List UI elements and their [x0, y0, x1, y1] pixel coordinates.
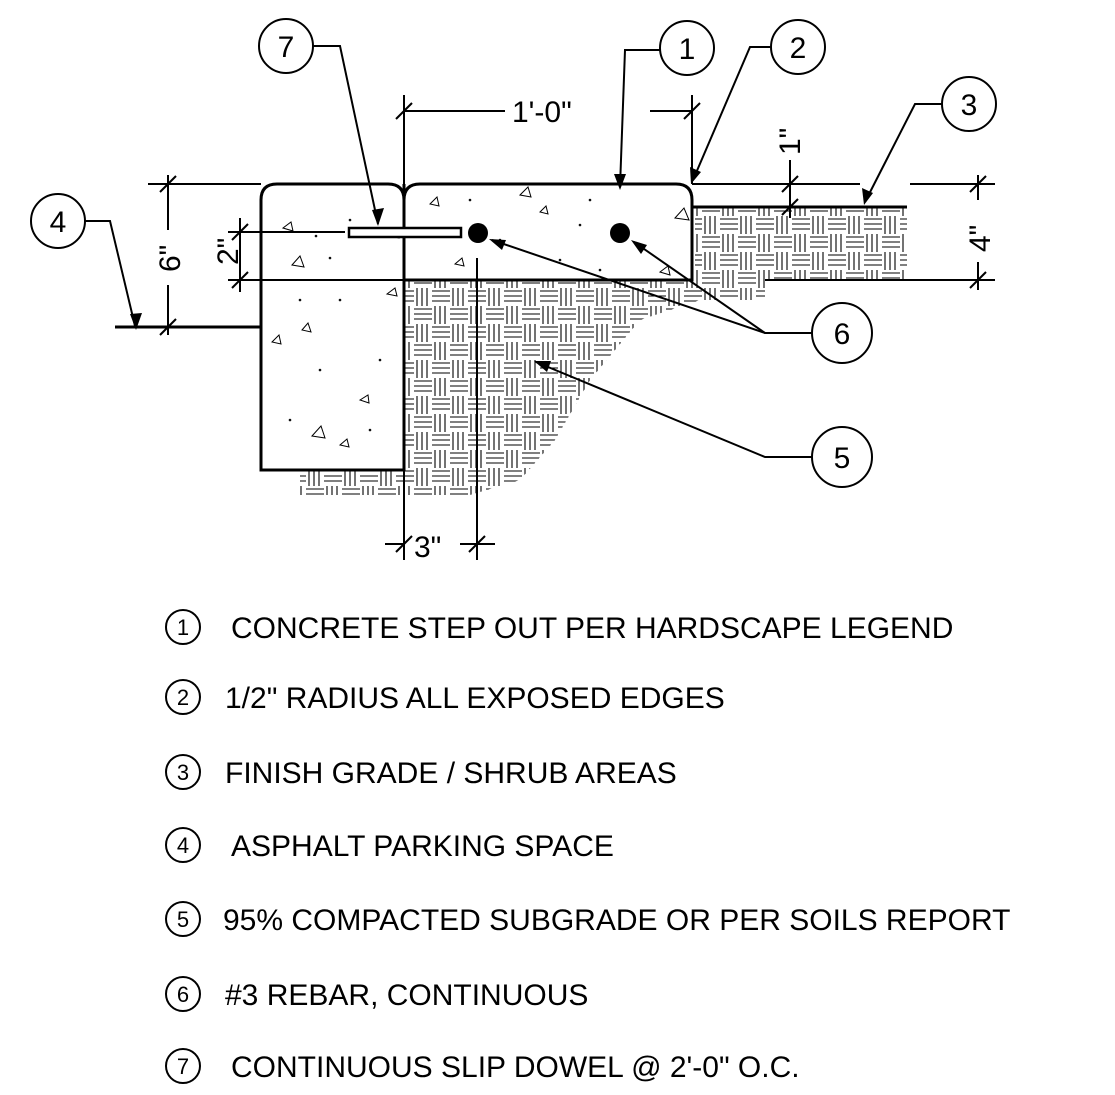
- legend-item-7: 7 CONTINUOUS SLIP DOWEL @ 2'-0" O.C.: [165, 1048, 800, 1084]
- legend-item-3: 3 FINISH GRADE / SHRUB AREAS: [165, 754, 677, 790]
- dim-six-inch-label: 6": [154, 245, 187, 272]
- callout-1: 1: [659, 20, 715, 76]
- svg-text:4: 4: [177, 833, 189, 858]
- finish-grade-hatch: [695, 207, 907, 280]
- rebar-2: [610, 223, 630, 243]
- callout-2: 2: [770, 19, 826, 75]
- svg-text:7: 7: [177, 1054, 189, 1079]
- svg-text:6: 6: [177, 982, 189, 1007]
- legend-text-3: FINISH GRADE / SHRUB AREAS: [225, 757, 677, 790]
- callout-5: 5: [811, 426, 873, 488]
- legend-text-4: ASPHALT PARKING SPACE: [231, 830, 614, 863]
- legend-item-6: 6 #3 REBAR, CONTINUOUS: [165, 976, 588, 1012]
- dim-width-label: 1'-0": [512, 96, 572, 129]
- svg-text:5: 5: [834, 442, 851, 475]
- svg-text:1: 1: [177, 615, 189, 640]
- leader-arrowheads: [130, 167, 873, 372]
- dim-one-inch-label: 1": [774, 128, 807, 155]
- legend: 1 CONCRETE STEP OUT PER HARDSCAPE LEGEND…: [165, 609, 1010, 1084]
- svg-text:5: 5: [177, 907, 189, 932]
- dim-three-inch-label: 3": [414, 531, 441, 564]
- svg-text:2: 2: [177, 685, 189, 710]
- svg-text:2: 2: [790, 32, 807, 65]
- svg-text:3: 3: [961, 89, 978, 122]
- compacted-subgrade-hatch: [300, 280, 765, 495]
- dim-two-inch-label: 2": [212, 238, 245, 265]
- callout-4: 4: [30, 193, 86, 249]
- svg-text:3: 3: [177, 760, 189, 785]
- svg-text:1: 1: [679, 33, 696, 66]
- rebar-1: [468, 223, 488, 243]
- callout-7: 7: [258, 18, 314, 74]
- legend-item-4: 4 ASPHALT PARKING SPACE: [165, 827, 614, 863]
- legend-text-5: 95% COMPACTED SUBGRADE OR PER SOILS REPO…: [223, 904, 1010, 937]
- legend-text-2: 1/2" RADIUS ALL EXPOSED EDGES: [225, 682, 725, 715]
- callout-3: 3: [941, 76, 997, 132]
- legend-text-1: CONCRETE STEP OUT PER HARDSCAPE LEGEND: [231, 612, 953, 645]
- svg-text:4: 4: [50, 206, 67, 239]
- legend-text-7: CONTINUOUS SLIP DOWEL @ 2'-0" O.C.: [231, 1051, 800, 1084]
- svg-text:6: 6: [834, 318, 851, 351]
- slip-dowel: [347, 226, 463, 239]
- legend-item-5: 5 95% COMPACTED SUBGRADE OR PER SOILS RE…: [165, 901, 1010, 937]
- legend-item-2: 2 1/2" RADIUS ALL EXPOSED EDGES: [165, 679, 725, 715]
- legend-item-1: 1 CONCRETE STEP OUT PER HARDSCAPE LEGEND: [165, 609, 953, 645]
- dim-four-inch-label: 4": [964, 225, 997, 252]
- legend-text-6: #3 REBAR, CONTINUOUS: [225, 979, 588, 1012]
- callout-6: 6: [811, 302, 873, 364]
- leader-lines: [85, 45, 942, 458]
- svg-text:7: 7: [278, 31, 295, 64]
